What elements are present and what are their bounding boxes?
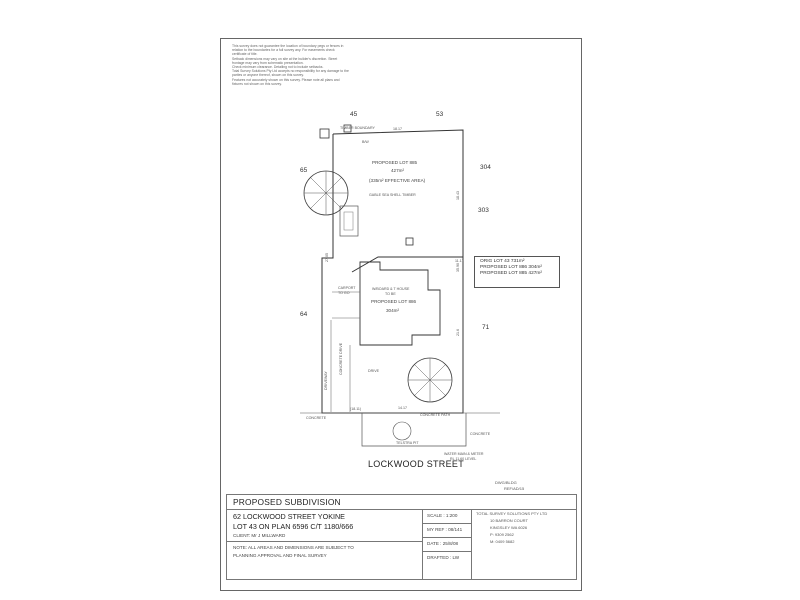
- kerb-label-2: CONCRETE: [470, 432, 491, 436]
- firm-address-2: KINGSLEY WA 6026: [490, 525, 528, 530]
- area-lot-886: PROPOSED LOT 886 304m²: [480, 265, 543, 270]
- rear-shed: [339, 205, 359, 237]
- front-lot-area: 304m²: [386, 308, 399, 313]
- corner-peg: [405, 237, 414, 246]
- frontage-dimension-2: 14.17: [398, 406, 407, 410]
- rear-shed-inner: [343, 211, 354, 231]
- right-upper-dimension: 18.43: [456, 191, 460, 200]
- neighbour-303: 303: [478, 207, 489, 214]
- carport-label: CARPORT: [338, 286, 356, 290]
- tree-front-branches: [408, 358, 452, 402]
- house-label: W/BOARD & T HOUSE: [372, 287, 410, 291]
- note-line-1: NOTE: ALL AREAS AND DIMENSIONS ARE SUBJE…: [233, 545, 354, 550]
- firm-phone: P: 9309 2562: [490, 532, 514, 537]
- title-divider: [422, 523, 471, 524]
- title-column-divider-2: [471, 509, 472, 579]
- street-name: LOCKWOOD STREET: [368, 459, 464, 469]
- driveway-label: DRIVE: [368, 369, 380, 373]
- rear-fence-note: TIMBER BOUNDARY: [340, 126, 375, 130]
- rear-lot-area: 427m²: [391, 168, 404, 173]
- title-divider: [227, 541, 422, 542]
- subdivision-dimension: 11.17: [455, 259, 464, 263]
- note-line: Check minimum clearance. Detailing not t…: [232, 65, 324, 70]
- title-divider: [227, 509, 576, 510]
- rear-lot-effective-area: (335m² EFFECTIVE AREA): [369, 178, 426, 183]
- neighbour-65: 65: [300, 167, 308, 174]
- firm-name: TOTAL SURVEY SOLUTIONS PTY LTD: [476, 511, 548, 516]
- tree-verge: [392, 421, 412, 441]
- level-label: RL 11.60 LEVEL: [450, 457, 476, 461]
- right-lower-dimension: 21.6: [456, 329, 460, 336]
- drafted-by: DRAFTED : LW: [427, 555, 460, 560]
- neighbour-64: 64: [300, 311, 308, 318]
- title-column-divider: [422, 509, 423, 579]
- note-line: Total Survey Solutions Pty Ltd accepts n…: [232, 69, 349, 78]
- subdivision-line: [351, 256, 463, 273]
- carport-to-go-label: TO GO: [338, 291, 350, 295]
- rear-lot-title: PROPOSED LOT 885: [372, 160, 418, 165]
- house-label-2: TO BE: [385, 292, 396, 296]
- firm-address-1: 10 BARRON COURT: [490, 518, 528, 523]
- left-dimension: 27.05: [325, 253, 329, 262]
- neighbour-304: 304: [480, 164, 491, 171]
- note-line: This survey does not guarantee the locat…: [232, 44, 344, 57]
- water-meter-label: WATER MAIN & METER: [444, 452, 484, 456]
- drawing-sheet: [220, 38, 582, 591]
- rear-shed-label: GABLE SEA SHELL TIMBER: [369, 193, 416, 197]
- driveway-side-label: DRIVEWAY: [324, 371, 328, 390]
- right-mid-dimension: 35.90: [456, 263, 460, 272]
- frontage-dimension: (18.11): [350, 407, 361, 411]
- corner-peg: [319, 128, 330, 139]
- job-reference: MY REF : 08/141: [427, 527, 463, 532]
- title-block: PROPOSED SUBDIVISION 62 LOCKWOOD STREET …: [226, 494, 577, 580]
- survey-notes: This survey does not guarantee the locat…: [232, 44, 350, 86]
- area-original: ORIG LOT 43 731m²: [480, 259, 525, 264]
- tree-rear-branches: [304, 171, 348, 215]
- drawing-date: DATE : 25/8/08: [427, 541, 459, 546]
- note-line: Features not accurately shown on this su…: [232, 77, 340, 86]
- corner-peg: [343, 124, 352, 133]
- neighbour-45: 45: [350, 111, 358, 118]
- kerb-label: CONCRETE: [306, 416, 327, 420]
- path-label: CONCRETE PATH: [420, 413, 451, 417]
- rear-wall-note: B/W: [362, 140, 369, 144]
- area-lot-885: PROPOSED LOT 885 427m²: [480, 271, 543, 276]
- rear-dimension: 18.17: [393, 127, 402, 131]
- crossover: [361, 413, 467, 447]
- title-divider: [422, 537, 471, 538]
- area-schedule: ORIG LOT 43 731m² PROPOSED LOT 886 304m²…: [474, 256, 560, 288]
- note-line: Setback dimensions may vary on site at t…: [232, 56, 338, 65]
- scale-label: SCALE : 1:200: [427, 513, 458, 518]
- lot-description: LOT 43 ON PLAN 6596 C/T 1180/666: [233, 522, 354, 531]
- concrete-drive-label: CONCRETE DRIVE: [339, 342, 343, 375]
- note-line-2: PLANNING APPROVAL AND FINAL SURVEY: [233, 553, 327, 558]
- neighbour-53: 53: [436, 111, 444, 118]
- firm-mobile: M: 0409 5682: [490, 539, 515, 544]
- front-lot-title: PROPOSED LOT 886: [371, 299, 417, 304]
- neighbour-71: 71: [482, 324, 490, 331]
- title-divider: [422, 551, 471, 552]
- house-outline: [359, 261, 441, 346]
- drawing-ref-2: REF/AD/15: [504, 486, 525, 491]
- verge-tree-label: TELSTRA PIT: [396, 441, 419, 445]
- client-name: CLIENT: Mr J MILLWARD: [233, 533, 286, 538]
- property-address: 62 LOCKWOOD STREET YOKINE: [233, 512, 345, 521]
- drawing-ref-1: DWG/BLDG: [495, 480, 517, 485]
- title-heading: PROPOSED SUBDIVISION: [233, 497, 341, 507]
